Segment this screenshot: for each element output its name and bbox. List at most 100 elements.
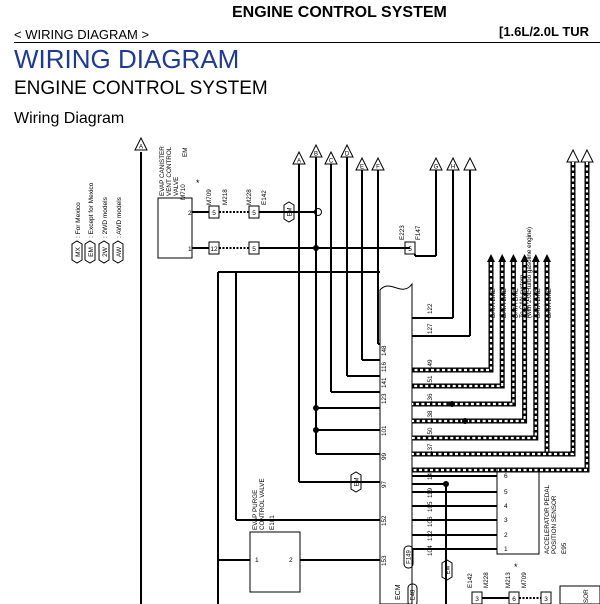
connector-code: E142 bbox=[261, 190, 268, 205]
component-name-line: VENT CONTROL bbox=[166, 146, 173, 196]
data-line-wire-inner bbox=[412, 262, 515, 406]
component-name-line: EVAP CANISTER bbox=[159, 146, 166, 196]
arrow-label: B bbox=[314, 152, 318, 158]
connector-code: M709 bbox=[206, 189, 213, 205]
ecm-pin: 138 bbox=[427, 410, 434, 421]
document-title: ENGINE CONTROL SYSTEM bbox=[232, 4, 447, 21]
arrow-d: D bbox=[340, 143, 354, 158]
engine-variant-label: [1.6L/2.0L TUR bbox=[499, 24, 590, 39]
pin-number: 2 bbox=[188, 210, 192, 217]
ecm-pin: 101 bbox=[381, 425, 388, 436]
connector-code: F147 bbox=[415, 225, 422, 240]
component-box bbox=[157, 197, 193, 259]
legend-code: AW bbox=[116, 246, 123, 257]
arrow-g: G bbox=[429, 156, 443, 171]
ecm-pin: 122 bbox=[427, 303, 434, 314]
legend-text: : AWD models bbox=[116, 196, 123, 238]
ecm-pin: 136 bbox=[427, 393, 434, 404]
arrow-marker bbox=[463, 156, 477, 171]
subsection-title: Wiring Diagram bbox=[14, 110, 125, 127]
ecm-pin: 145 bbox=[427, 469, 434, 480]
arrow-label: D bbox=[345, 152, 350, 158]
component-connector-code: E95 bbox=[561, 542, 568, 554]
ecm-connector-f149: F149 bbox=[403, 545, 414, 569]
legend-code: 2W bbox=[102, 246, 109, 257]
variant-badge-em: EM bbox=[441, 559, 453, 581]
badge-outline bbox=[441, 559, 453, 581]
connector-code: E142 bbox=[467, 573, 474, 588]
connector-code: E48 bbox=[411, 589, 417, 600]
connector-pin-box: 12 bbox=[208, 241, 220, 255]
accelerator-pedal-position-sensor: ACCELERATOR PEDAL POSITION SENSOR E95 6 … bbox=[496, 467, 568, 555]
component-name-line: ACCELERATOR PEDAL bbox=[544, 484, 551, 554]
pin-number: 1 bbox=[188, 246, 192, 253]
badge-text: EM bbox=[355, 477, 361, 486]
data-line-label: DATA LINE bbox=[525, 288, 531, 318]
arrow-b: B bbox=[309, 143, 323, 158]
ecm-connector-e48: E48 bbox=[407, 583, 418, 604]
pin-number: 3 bbox=[475, 596, 479, 603]
connector-code: M709 bbox=[521, 572, 528, 588]
arrow-e: E bbox=[355, 156, 369, 171]
data-line-arrow bbox=[531, 254, 540, 262]
arrow-marker bbox=[134, 136, 148, 151]
splice-dot bbox=[313, 427, 319, 433]
component-variant-em: EM bbox=[182, 148, 189, 157]
partial-component-label: SOR bbox=[583, 589, 590, 603]
ecm-pin: 153 bbox=[381, 555, 388, 566]
data-line-wire bbox=[412, 162, 590, 473]
pin-number: 5 bbox=[504, 489, 508, 496]
pin-number: 5 bbox=[252, 210, 256, 217]
badge-text: EM bbox=[446, 565, 452, 574]
arrow-label: F bbox=[376, 165, 380, 171]
data-line-wire-inner bbox=[412, 262, 504, 388]
ecm-pin: 151 bbox=[427, 375, 434, 386]
data-line-wire bbox=[412, 262, 528, 424]
data-line-arrow bbox=[566, 148, 580, 163]
variant-star: * bbox=[514, 562, 518, 572]
ecm-pin: 116 bbox=[381, 361, 388, 372]
legend-code-badge bbox=[84, 240, 96, 264]
data-line-arrow bbox=[520, 254, 529, 262]
pin-number: 3 bbox=[544, 596, 548, 603]
component-connector-code: M710 bbox=[180, 184, 187, 200]
ecm-pin: 97 bbox=[381, 480, 388, 488]
connector-code: F149 bbox=[407, 550, 413, 564]
ecm-pin: 150 bbox=[427, 427, 434, 438]
partial-component-box bbox=[559, 585, 600, 604]
connector-badge bbox=[403, 545, 414, 569]
can-note-line: (with 2.0L turbo gasoline engine) bbox=[526, 227, 533, 318]
evap-purge-control-valve: EVAP PURGE CONTROL VALVE E101 1 2 bbox=[249, 478, 301, 593]
badge-text: EM bbox=[288, 207, 294, 216]
arrow-label: H bbox=[451, 165, 455, 171]
arrow-label: C bbox=[329, 159, 334, 165]
pin-box bbox=[404, 241, 416, 255]
connector-badge bbox=[407, 583, 418, 604]
data-line-arrow bbox=[580, 148, 594, 163]
data-line-arrow bbox=[487, 254, 495, 262]
pin-number: 6 bbox=[512, 596, 516, 603]
legend-code: MX bbox=[75, 246, 82, 256]
ecm-pin: 141 bbox=[381, 377, 388, 388]
data-line-arrow bbox=[543, 254, 551, 262]
variant-star: * bbox=[196, 178, 200, 188]
component-name-line: CONTROL VALVE bbox=[259, 478, 266, 530]
component-name-line: EVAP PURGE bbox=[252, 490, 259, 530]
connector-code: M218 bbox=[222, 189, 229, 205]
legend-text: : For Mexico bbox=[75, 202, 82, 238]
legend-item-aw: AW : AWD models bbox=[112, 196, 124, 264]
pin-number: 5 bbox=[212, 210, 216, 217]
pin-number: 5 bbox=[408, 246, 412, 253]
badge-outline bbox=[283, 201, 295, 223]
breadcrumb[interactable]: < WIRING DIAGRAM > bbox=[14, 27, 150, 42]
ecm-pin: 104 bbox=[427, 545, 434, 556]
arrow-a-top: A bbox=[292, 150, 306, 165]
legend-text: : Except for Mexico bbox=[88, 182, 95, 238]
splice-dot bbox=[449, 401, 455, 407]
pin-box bbox=[208, 205, 220, 219]
pin-box bbox=[208, 241, 220, 255]
connector-code: E223 bbox=[399, 225, 406, 240]
pin-number: 12 bbox=[210, 246, 218, 253]
splice-dot bbox=[462, 418, 468, 424]
